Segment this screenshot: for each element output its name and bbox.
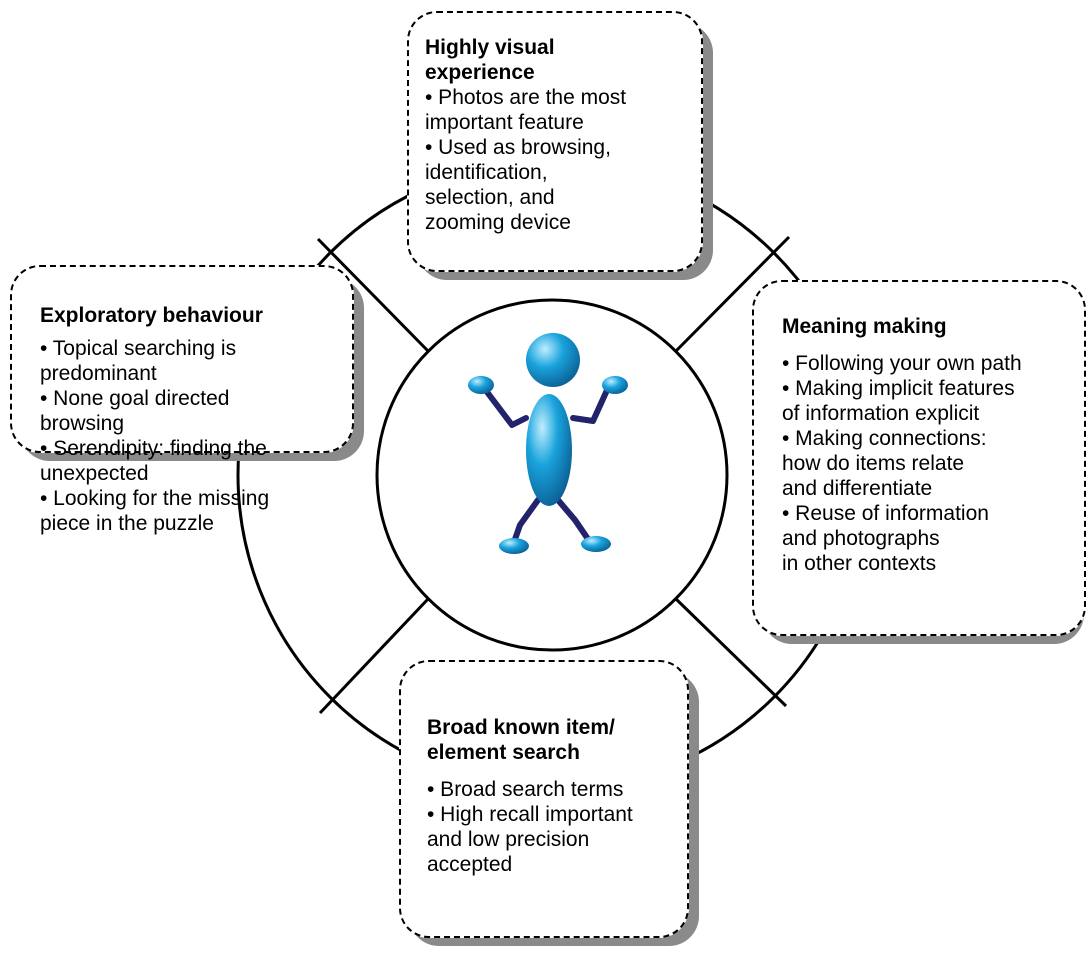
bullet-item: • Broad search terms [427, 778, 624, 801]
bullet-item: • Following your own path [782, 352, 1022, 375]
bullet-list: • Following your own path • Making impli… [782, 351, 1078, 576]
bullet-item: • Reuse of information and photographs i… [782, 502, 989, 575]
bullet-item: • High recall important and low precisio… [427, 803, 633, 876]
box-title: Broad known item/ element search [427, 716, 615, 764]
bullet-list: • Topical searching is predominant • Non… [40, 336, 342, 536]
box-title: Exploratory behaviour [40, 304, 263, 327]
bullet-list: • Photos are the most important feature … [425, 85, 689, 235]
bullet-item: • Photos are the most important feature [425, 86, 627, 134]
bullet-item: • Serendipity: finding the unexpected [40, 437, 267, 485]
bullet-item: • Used as browsing, identification, sele… [425, 136, 611, 234]
box-title: Highly visual experience [425, 36, 555, 84]
box-broad-known-item-search: Broad known item/ element search • Broad… [399, 660, 689, 938]
bullet-item: • None goal directed browsing [40, 387, 230, 435]
spoke-upper-right [674, 235, 791, 353]
box-exploratory-behaviour: Exploratory behaviour • Topical searchin… [10, 265, 354, 535]
box-title: Meaning making [782, 315, 947, 338]
spoke-upper-left [316, 237, 430, 353]
spoke-lower-right [674, 597, 788, 708]
stick-figure-icon [468, 333, 628, 554]
spoke-lower-left [318, 597, 430, 715]
bullet-list: • Broad search terms • High recall impor… [427, 777, 677, 877]
bullet-item: • Making implicit features of informatio… [782, 377, 1015, 425]
bullet-item: • Topical searching is predominant [40, 337, 237, 385]
box-meaning-making: Meaning making • Following your own path… [752, 280, 1086, 636]
bullet-item: • Making connections: how do items relat… [782, 427, 987, 500]
bullet-item: • Looking for the missing piece in the p… [40, 487, 270, 535]
box-highly-visual-experience: Highly visual experience • Photos are th… [407, 11, 703, 272]
